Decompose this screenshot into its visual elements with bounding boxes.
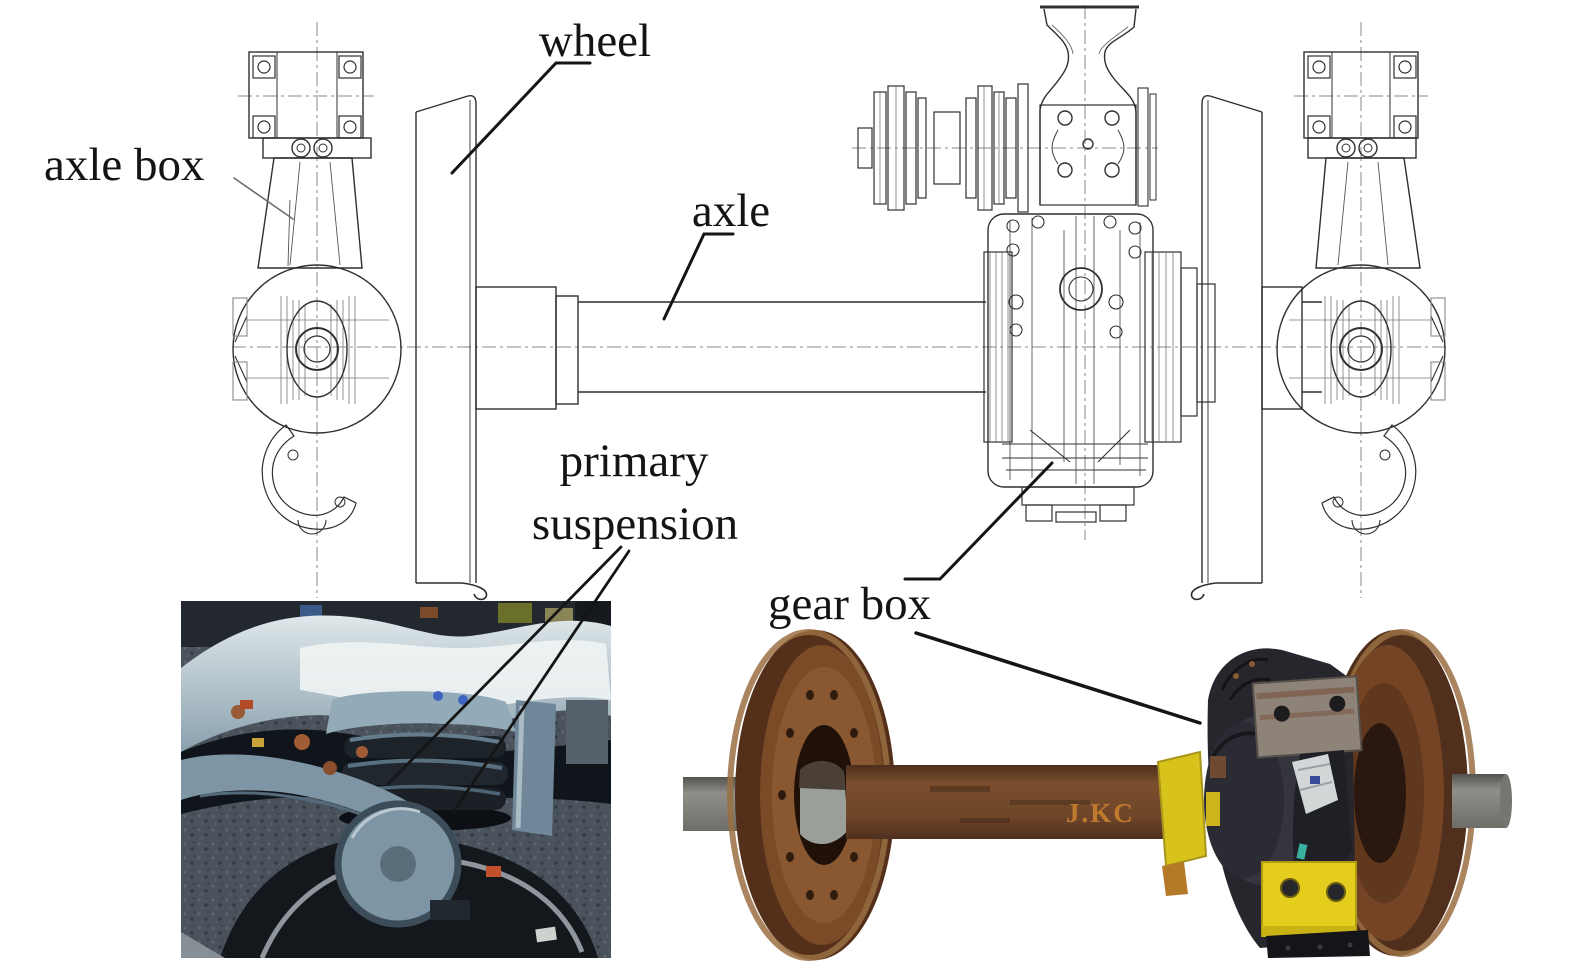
label-primary: primary bbox=[560, 435, 709, 487]
motor-bracket bbox=[1039, 5, 1157, 207]
label-gear-box: gear box bbox=[768, 578, 931, 630]
leader-primary-suspension-1 bbox=[387, 545, 623, 785]
left-wheel-drawing bbox=[415, 94, 579, 601]
steel-bracket bbox=[1251, 675, 1363, 759]
wheel-photo-left bbox=[727, 629, 895, 961]
cad-drawing bbox=[232, 5, 1449, 601]
photo-wheelset-gearbox: J.KC bbox=[683, 629, 1512, 961]
label-axle: axle bbox=[692, 185, 770, 237]
left-axle-box-assembly bbox=[232, 51, 402, 535]
leader-gear-box-up bbox=[903, 461, 1054, 581]
gear-box-photo bbox=[1204, 648, 1370, 958]
axle-stub-left bbox=[683, 777, 745, 831]
yellow-plate bbox=[1261, 861, 1357, 937]
right-axle-box-assembly bbox=[1276, 51, 1446, 535]
right-wheel-drawing bbox=[1190, 94, 1322, 601]
coupling-discs bbox=[857, 83, 1029, 213]
leader-primary-suspension-2 bbox=[452, 549, 631, 813]
gear-box-drawing bbox=[983, 213, 1216, 523]
leader-axle-box bbox=[233, 177, 294, 220]
labels: wheel axle box axle primary suspension g… bbox=[44, 15, 931, 630]
leader-axle bbox=[662, 232, 735, 321]
axle-drawing bbox=[578, 301, 986, 393]
leader-gear-box-down bbox=[914, 631, 1202, 725]
centerlines bbox=[232, 5, 1449, 598]
yellow-coupling bbox=[1156, 750, 1208, 868]
axle-marking: J.KC bbox=[1066, 798, 1135, 828]
leader-wheel bbox=[450, 61, 592, 175]
photo-bogie-suspension bbox=[181, 601, 611, 958]
axle-shaft-photo: J.KC bbox=[846, 765, 1172, 839]
label-suspension: suspension bbox=[532, 498, 738, 550]
label-wheel: wheel bbox=[539, 15, 651, 67]
leader-lines bbox=[233, 61, 1202, 813]
label-axle-box: axle box bbox=[44, 139, 205, 191]
axle-stub-right bbox=[1452, 774, 1512, 828]
